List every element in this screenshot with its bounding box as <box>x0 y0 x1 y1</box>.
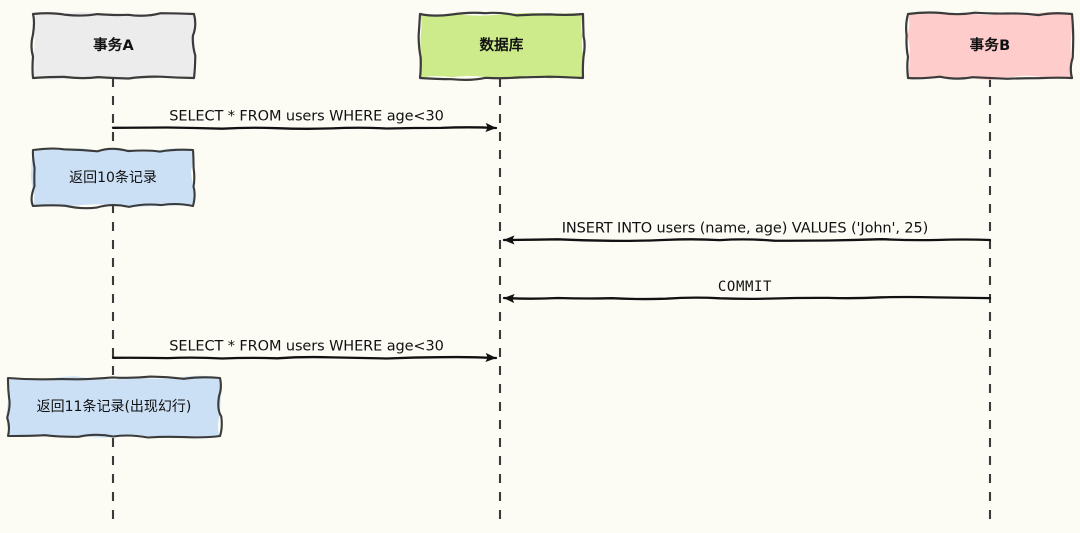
participant-box-fill-db <box>419 12 584 80</box>
note-box-n1[interactable] <box>30 147 196 210</box>
participant-box-txB[interactable] <box>905 11 1075 80</box>
note-box-n2[interactable] <box>6 375 223 439</box>
message-arrow-m2[interactable] <box>502 235 992 245</box>
note-box-fill-n2 <box>6 375 222 439</box>
participant-box-fill-txA <box>33 11 196 80</box>
message-arrow-m3[interactable] <box>502 293 992 304</box>
participant-box-txA[interactable] <box>30 12 197 80</box>
note-boxes-group <box>6 147 223 439</box>
participant-box-fill-txB <box>907 11 1074 80</box>
participant-boxes-group <box>30 11 1075 81</box>
note-box-fill-n1 <box>30 148 196 208</box>
lifelines-group <box>111 78 992 524</box>
participant-box-db[interactable] <box>417 11 586 81</box>
message-arrow-m4[interactable] <box>111 352 498 363</box>
message-arrow-m1[interactable] <box>111 122 498 133</box>
message-arrows-group <box>111 122 992 363</box>
